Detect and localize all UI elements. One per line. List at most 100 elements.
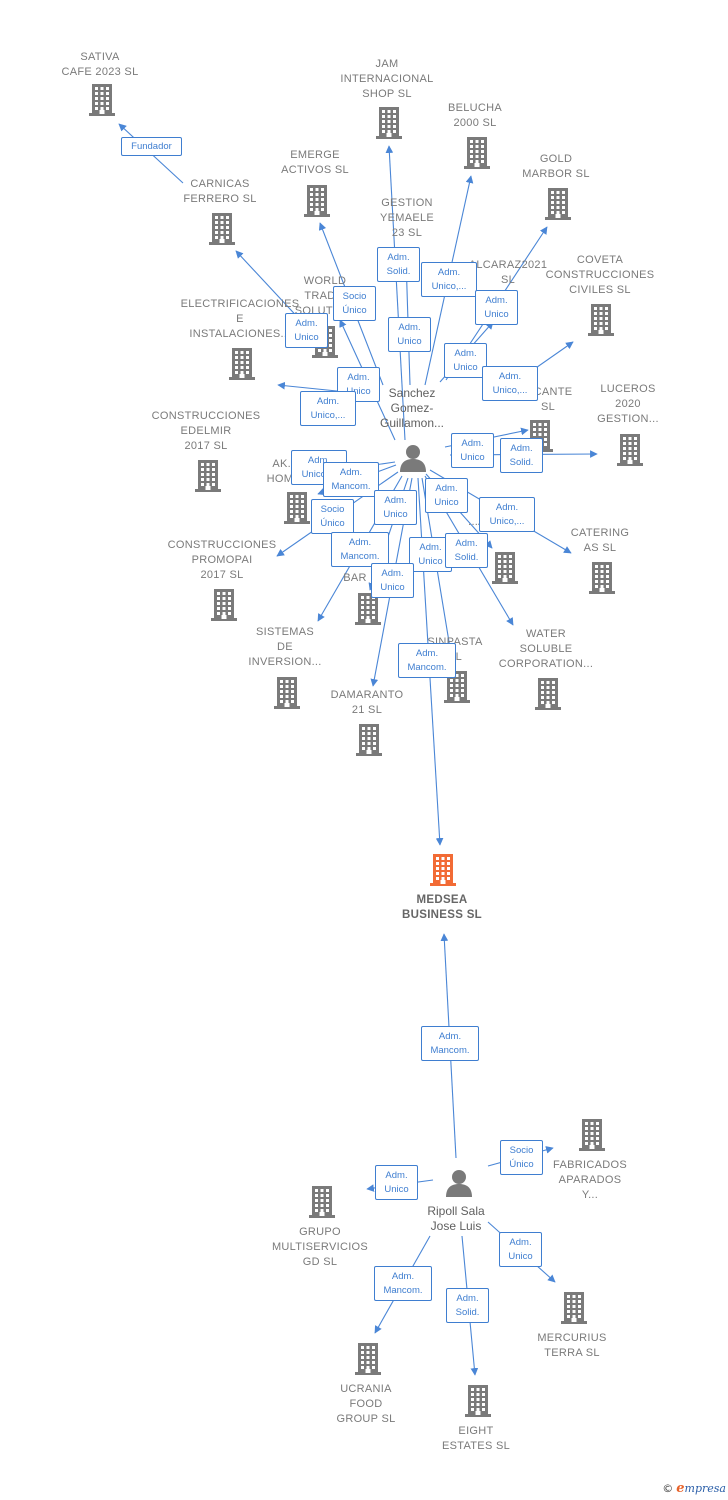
company-label-grupo-line: MULTISERVICIOS bbox=[271, 1241, 369, 1253]
company-label-luceros-line: GESTION... bbox=[597, 413, 659, 425]
company-label-catering-line: CATERING bbox=[570, 527, 630, 539]
company-label-damaranto-line: 21 SL bbox=[351, 704, 383, 716]
building-icon[interactable] bbox=[354, 723, 384, 762]
building-icon[interactable] bbox=[442, 670, 472, 709]
role-badge-line: Adm. bbox=[455, 537, 478, 549]
company-label-electri-line: INSTALACIONES... bbox=[189, 328, 291, 340]
role-badge-bar1: Adm.Unico bbox=[374, 490, 417, 525]
building-icon[interactable] bbox=[463, 1384, 493, 1423]
role-badge-line: Adm. bbox=[437, 266, 461, 278]
role-badge-line: Unico bbox=[460, 451, 485, 463]
role-badge-line: Adm. bbox=[454, 347, 477, 359]
person-icon[interactable] bbox=[398, 443, 428, 478]
role-badge-oacion2: Adm.Unico,... bbox=[479, 497, 535, 532]
building-icon[interactable] bbox=[559, 1291, 589, 1330]
role-badge-line: Adm. bbox=[391, 1270, 415, 1282]
building-icon[interactable] bbox=[543, 187, 573, 226]
role-badge-ucrania: Adm.Mancom. bbox=[374, 1266, 432, 1301]
role-badge-alicante: Adm.Unico,... bbox=[482, 366, 538, 401]
building-icon[interactable] bbox=[302, 184, 332, 223]
role-badge-line: Adm. bbox=[307, 454, 331, 466]
role-badge-line: Mancom. bbox=[407, 661, 447, 673]
company-label-carnicas-line: CARNICAS bbox=[190, 178, 250, 190]
company-label-jam-line: SHOP SL bbox=[362, 88, 412, 100]
company-label-luceros-line: 2020 bbox=[615, 398, 641, 410]
building-icon[interactable] bbox=[353, 592, 383, 631]
role-badge-line: Adm. bbox=[387, 251, 410, 263]
building-icon[interactable] bbox=[193, 459, 223, 498]
role-badge-line: Unico bbox=[397, 335, 422, 347]
building-icon[interactable] bbox=[587, 561, 617, 600]
role-badge-line: Solid. bbox=[386, 265, 411, 277]
company-label-belucha-line: BELUCHA bbox=[447, 102, 503, 114]
role-badge-line: Único bbox=[509, 1158, 534, 1170]
company-label-grupo-line: GRUPO bbox=[299, 1226, 341, 1238]
logo-initial: e bbox=[676, 1481, 685, 1496]
role-badge-water: Adm.Solid. bbox=[445, 533, 488, 568]
role-badge-line: Unico bbox=[383, 508, 408, 520]
building-icon[interactable] bbox=[227, 347, 257, 386]
building-icon[interactable] bbox=[207, 212, 237, 251]
building-icon[interactable] bbox=[490, 551, 520, 590]
building-icon[interactable] bbox=[272, 676, 302, 715]
role-badge-line: Solid. bbox=[509, 456, 534, 468]
building-icon[interactable] bbox=[586, 303, 616, 342]
role-badge-luceros1: Adm.Unico bbox=[451, 433, 494, 468]
focus-company-label-line: MEDSEA bbox=[416, 894, 468, 906]
person-icon[interactable] bbox=[444, 1168, 474, 1203]
company-label-carnicas-line: FERRERO SL bbox=[183, 193, 257, 205]
role-badge-line: Socio bbox=[342, 290, 367, 302]
building-icon[interactable] bbox=[353, 1342, 383, 1381]
role-badge-oacion1: Adm.Unico bbox=[425, 478, 468, 513]
person-label-p1-line: Sanchez bbox=[388, 386, 436, 400]
company-label-fabricados-line: Y... bbox=[581, 1189, 599, 1201]
role-badge-line: Unico bbox=[453, 361, 478, 373]
copyright-symbol: © bbox=[662, 1482, 674, 1495]
company-label-catering[interactable]: CATERING AS SL bbox=[571, 526, 629, 556]
building-icon[interactable] bbox=[533, 677, 563, 716]
role-badge-line: Adm. bbox=[509, 1236, 532, 1248]
company-label-jam-line: INTERNACIONAL bbox=[340, 73, 434, 85]
building-icon[interactable] bbox=[615, 433, 645, 472]
company-label-carnicas[interactable]: CARNICAS FERRERO SL bbox=[183, 177, 256, 207]
role-badge-line: Mancom. bbox=[331, 480, 371, 492]
role-badge-alcaraz2: Adm.Unico bbox=[475, 290, 518, 325]
building-icon[interactable] bbox=[577, 1118, 607, 1157]
company-label-catering-line: AS SL bbox=[583, 542, 617, 554]
building-icon[interactable] bbox=[209, 588, 239, 627]
company-label-edelmir-line: EDELMIR bbox=[180, 425, 232, 437]
building-icon[interactable] bbox=[282, 491, 312, 530]
building-icon[interactable] bbox=[87, 83, 117, 122]
focus-building-icon[interactable] bbox=[428, 853, 458, 892]
building-icon[interactable] bbox=[374, 106, 404, 145]
building-icon[interactable] bbox=[462, 136, 492, 175]
building-icon[interactable] bbox=[307, 1185, 337, 1224]
company-label-water-line: WATER bbox=[525, 628, 566, 640]
role-badge-line: Unico bbox=[346, 385, 371, 397]
company-label-bar[interactable]: BAR bbox=[343, 571, 367, 586]
role-badge-line: Adm. bbox=[498, 370, 522, 382]
